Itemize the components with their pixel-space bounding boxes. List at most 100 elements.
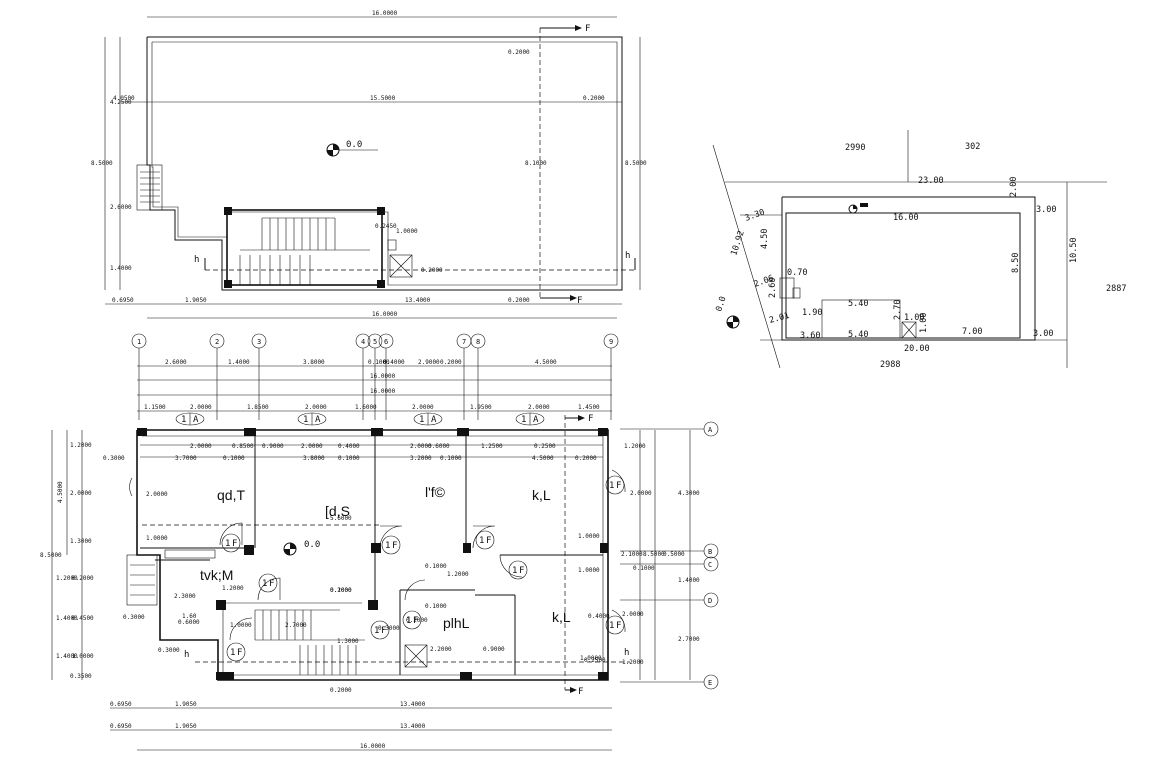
window-tag-letter: A bbox=[431, 415, 437, 425]
fp-row1-dim: 4.5000 bbox=[535, 359, 557, 366]
fp-bottom-total: 16.0000 bbox=[360, 743, 386, 750]
fp-right-dim: 1.0000 bbox=[578, 533, 600, 540]
site-level: 0.0 bbox=[714, 295, 728, 313]
grid-label-5: 5 bbox=[373, 338, 377, 346]
fp-left-dim: 1.2000 bbox=[70, 442, 92, 449]
fp-misc-dim: 0.6000 bbox=[178, 619, 200, 626]
fp-row1-dim: 0.4000 bbox=[383, 359, 405, 366]
section-h-left: h bbox=[194, 255, 199, 265]
fp-right-small-1: 0.5000 bbox=[663, 551, 685, 558]
door-tag-4 bbox=[508, 560, 528, 580]
site-building bbox=[785, 212, 1021, 339]
fp-interior-walls bbox=[140, 436, 603, 675]
fp-right-dim: 1.2000 bbox=[624, 443, 646, 450]
dim-stair-c: 0.2000 bbox=[421, 267, 443, 274]
fp-right-total-1: 1.4000 bbox=[678, 577, 700, 584]
fp-inner2-dim: 0.1000 bbox=[338, 455, 360, 462]
fp-tank bbox=[404, 644, 428, 668]
grid-label-9: 9 bbox=[609, 338, 613, 346]
fp-row3-dim: 1.4500 bbox=[578, 404, 600, 411]
grid-label-1: 1 bbox=[137, 338, 141, 346]
fp-right-dim: 2.0000 bbox=[630, 490, 652, 497]
fp-section-mark-top: F bbox=[588, 414, 593, 424]
dim-left-bottom: 1.4000 bbox=[110, 265, 132, 272]
site-top-width: 23.00 bbox=[918, 176, 944, 186]
door-tag-num: 1 bbox=[609, 621, 614, 631]
fp-row3-dim: 2.0000 bbox=[190, 404, 212, 411]
fp-section-h-right: h bbox=[624, 648, 629, 658]
fp-right-small-0: 0.1000 bbox=[633, 565, 655, 572]
fp-row1-dim: 3.8000 bbox=[303, 359, 325, 366]
grid-label-7: 7 bbox=[462, 338, 466, 346]
fp-section-mark-bottom: F bbox=[578, 687, 583, 697]
door-tag-letter: F bbox=[413, 616, 418, 626]
fp-left-small-0: 0.3000 bbox=[103, 455, 125, 462]
fp-top-total1: 16.0000 bbox=[370, 373, 396, 380]
site-top-right-dim: 2.00 bbox=[1009, 177, 1019, 197]
site-stair-w: 1.00 bbox=[904, 313, 924, 323]
site-block-w2: 5.40 bbox=[848, 330, 868, 340]
fp-right-total-3: 8.5000 bbox=[643, 551, 665, 558]
fp-right-total-0: 4.3000 bbox=[678, 490, 700, 497]
fp-left-dim: 1.3000 bbox=[70, 538, 92, 545]
dim-stair-b: 1.0000 bbox=[396, 228, 418, 235]
roof-stair-treads bbox=[140, 171, 160, 203]
fp-misc-dim: 0.3000 bbox=[378, 625, 400, 632]
fp-inner1-dim: 0.8500 bbox=[232, 443, 254, 450]
site-right-edge-dim: 3.00 bbox=[1036, 205, 1056, 215]
door-tag-num: 1 bbox=[225, 539, 230, 549]
room-label-5: tvk;M bbox=[200, 567, 233, 583]
window-tag-num: 1 bbox=[181, 415, 186, 425]
grid-label-C: C bbox=[708, 561, 712, 569]
fp-misc-dim: 0.1000 bbox=[425, 603, 447, 610]
grid-label-3: 3 bbox=[257, 338, 261, 346]
fp-left-dims: 1.20002.00001.30001.20000.20001.40000.45… bbox=[56, 442, 94, 680]
fp-left-small-2: 0.3000 bbox=[158, 647, 180, 654]
roof-stair-room bbox=[226, 209, 383, 286]
site-plot-top-right: 302 bbox=[965, 142, 980, 152]
fp-misc-dim: 2.0000 bbox=[146, 491, 168, 498]
fp-inner2-dim: 4.5000 bbox=[532, 455, 554, 462]
fp-inner2-dim: 0.2000 bbox=[575, 455, 597, 462]
dim-mid-height: 8.1000 bbox=[525, 160, 547, 167]
fp-bottom2-c: 13.4000 bbox=[400, 723, 426, 730]
fp-section-h-left: h bbox=[184, 650, 189, 660]
fp-misc-dim: 1.3000 bbox=[337, 638, 359, 645]
roof-level: 0.0 bbox=[346, 140, 362, 150]
fp-row3-dim: 1.8500 bbox=[247, 404, 269, 411]
door-tag-num: 1 bbox=[479, 536, 484, 546]
fp-left-dim: 1.4000 bbox=[56, 615, 78, 622]
fp-left-dim: 0.4500 bbox=[72, 615, 94, 622]
fp-misc-dim: 0.1000 bbox=[330, 587, 352, 594]
fp-misc-dim: 0.2000 bbox=[406, 617, 428, 624]
window-tag-letter: A bbox=[193, 415, 199, 425]
fp-inner1-dim: 0.6000 bbox=[428, 443, 450, 450]
fp-level: 0.0 bbox=[304, 540, 320, 550]
site-stair-h: 1.00 bbox=[919, 313, 929, 333]
door-tag-10 bbox=[605, 615, 625, 635]
fp-left-dim: 2.0000 bbox=[70, 490, 92, 497]
fp-left-dim: 1.0000 bbox=[72, 653, 94, 660]
door-tag-1 bbox=[221, 533, 241, 553]
door-tag-letter: F bbox=[486, 536, 491, 546]
dim-right-offset: 0.2000 bbox=[583, 95, 605, 102]
fp-inner1-dim: 0.2500 bbox=[534, 443, 556, 450]
site-inner-width: 16.00 bbox=[893, 213, 919, 223]
fp-right-total-2: 2.7000 bbox=[678, 636, 700, 643]
door-tag-8 bbox=[370, 620, 390, 640]
site-block-left: 2.01 bbox=[768, 311, 790, 326]
fp-bottom1-b: 1.9050 bbox=[175, 701, 197, 708]
door-tag-letter: F bbox=[616, 481, 621, 491]
dim-left-mid: 2.6000 bbox=[110, 204, 132, 211]
fp-bottom2-b: 1.9050 bbox=[175, 723, 197, 730]
fp-bottom1-a: 0.6950 bbox=[110, 701, 132, 708]
site-plot-top-left: 2990 bbox=[845, 143, 865, 153]
fp-inner1-dim: 2.0000 bbox=[301, 443, 323, 450]
fp-left-dim: 0.2000 bbox=[72, 575, 94, 582]
